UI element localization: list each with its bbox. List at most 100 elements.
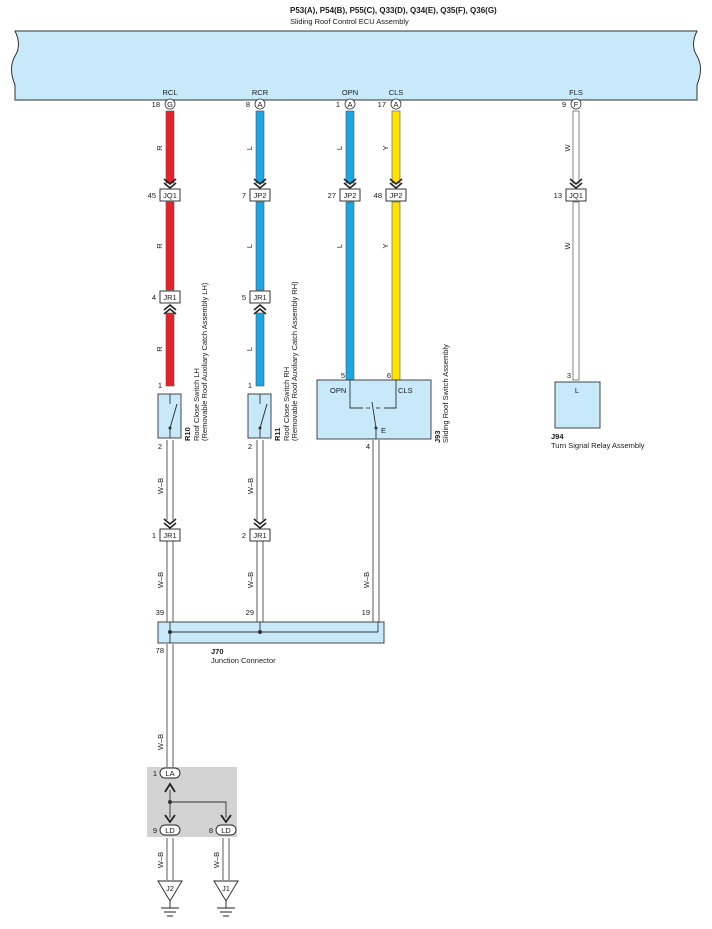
ecu-terminal-fls: FLS xyxy=(569,88,583,97)
svg-text:W–B: W–B xyxy=(156,478,165,494)
svg-text:J94: J94 xyxy=(551,432,564,441)
svg-text:39: 39 xyxy=(156,608,164,617)
ecu-codes: P53(A), P54(B), P55(C), Q33(D), Q34(E), … xyxy=(290,6,497,15)
svg-text:L: L xyxy=(245,146,254,150)
svg-text:Junction Connector: Junction Connector xyxy=(211,656,276,665)
svg-text:J93: J93 xyxy=(433,430,442,443)
svg-text:2: 2 xyxy=(248,442,252,451)
svg-text:R11: R11 xyxy=(273,428,282,441)
svg-text:F: F xyxy=(574,100,579,109)
svg-text:L: L xyxy=(245,347,254,351)
svg-text:JR1: JR1 xyxy=(163,531,176,540)
ecu-name: Sliding Roof Control ECU Assembly xyxy=(290,17,409,26)
svg-text:JP2: JP2 xyxy=(344,191,357,200)
wire-cls xyxy=(391,110,401,381)
svg-text:L: L xyxy=(335,146,344,150)
svg-text:27: 27 xyxy=(328,191,336,200)
svg-text:LD: LD xyxy=(221,826,231,835)
svg-text:R: R xyxy=(155,346,164,352)
svg-text:Sliding Roof Switch Assembly: Sliding Roof Switch Assembly xyxy=(441,344,450,443)
svg-text:JP2: JP2 xyxy=(254,191,267,200)
svg-text:W–B: W–B xyxy=(212,852,221,868)
svg-text:13: 13 xyxy=(554,191,562,200)
ground-splice: LA 1 LD 9 LD 8 xyxy=(147,767,237,837)
svg-text:Turn Signal Relay Assembly: Turn Signal Relay Assembly xyxy=(551,441,645,450)
ecu-box xyxy=(11,30,701,101)
svg-text:J70: J70 xyxy=(211,647,224,656)
svg-text:9: 9 xyxy=(562,100,566,109)
svg-text:W–B: W–B xyxy=(156,734,165,750)
svg-text:5: 5 xyxy=(242,293,246,302)
svg-text:JR1: JR1 xyxy=(253,531,266,540)
chevron-marks xyxy=(163,178,583,530)
svg-text:CLS: CLS xyxy=(398,386,413,395)
svg-text:OPN: OPN xyxy=(330,386,346,395)
svg-text:8: 8 xyxy=(246,100,250,109)
svg-text:JQ1: JQ1 xyxy=(569,191,583,200)
ecu-terminal-rcr: RCR xyxy=(252,88,269,97)
svg-text:R: R xyxy=(155,145,164,151)
ecu-pins: G 18 A 8 A 1 A 17 F 9 xyxy=(152,98,582,110)
svg-text:1: 1 xyxy=(336,100,340,109)
ecu-terminal-cls: CLS xyxy=(389,88,404,97)
svg-text:W–B: W–B xyxy=(246,478,255,494)
svg-text:1: 1 xyxy=(153,769,157,778)
svg-text:4: 4 xyxy=(366,442,370,451)
svg-text:W–B: W–B xyxy=(362,572,371,588)
svg-text:JP2: JP2 xyxy=(390,191,403,200)
svg-text:E: E xyxy=(381,426,386,435)
wire-opn xyxy=(345,110,355,381)
svg-text:LD: LD xyxy=(165,826,175,835)
joint-connectors: JQ1 45 JP2 7 JP2 27 JP2 48 JQ1 13 JR1 4 … xyxy=(148,188,587,542)
svg-text:1: 1 xyxy=(248,381,252,390)
svg-text:17: 17 xyxy=(378,100,386,109)
svg-text:Y: Y xyxy=(381,243,390,248)
svg-text:G: G xyxy=(167,100,173,109)
svg-text:48: 48 xyxy=(374,191,382,200)
svg-text:Y: Y xyxy=(381,145,390,150)
ecu-terminal-opn: OPN xyxy=(342,88,358,97)
wire-rcr xyxy=(255,110,265,387)
svg-text:78: 78 xyxy=(156,646,164,655)
svg-text:JR1: JR1 xyxy=(253,293,266,302)
svg-text:JR1: JR1 xyxy=(163,293,176,302)
ground-j1: J1 xyxy=(213,880,239,917)
svg-text:JQ1: JQ1 xyxy=(163,191,177,200)
svg-text:(Removable Roof Auxiliary Catc: (Removable Roof Auxiliary Catch Assembly… xyxy=(290,281,299,441)
svg-text:3: 3 xyxy=(567,371,571,380)
svg-text:A: A xyxy=(393,100,398,109)
svg-text:45: 45 xyxy=(148,191,156,200)
svg-text:2: 2 xyxy=(242,531,246,540)
svg-text:5: 5 xyxy=(341,371,345,380)
svg-text:J1: J1 xyxy=(222,884,230,893)
svg-text:(Removable Roof Auxiliary Catc: (Removable Roof Auxiliary Catch Assembly… xyxy=(200,282,209,441)
svg-text:R: R xyxy=(155,243,164,249)
svg-text:Roof Close Switch RH: Roof Close Switch RH xyxy=(282,367,291,441)
svg-text:W–B: W–B xyxy=(156,572,165,588)
svg-text:Roof Close Switch LH: Roof Close Switch LH xyxy=(192,368,201,441)
svg-text:L: L xyxy=(245,244,254,248)
r10-switch: 1 2 R10 Roof Close Switch LH (Removable … xyxy=(157,282,209,451)
ground-wires xyxy=(166,440,380,880)
svg-text:7: 7 xyxy=(242,191,246,200)
ground-j2: J2 xyxy=(157,880,183,917)
svg-text:A: A xyxy=(257,100,262,109)
svg-text:W–B: W–B xyxy=(156,852,165,868)
svg-text:1: 1 xyxy=(152,531,156,540)
svg-text:A: A xyxy=(347,100,352,109)
svg-text:W: W xyxy=(563,242,572,250)
r11-switch: 1 2 R11 Roof Close Switch RH (Removable … xyxy=(247,281,299,451)
svg-text:J2: J2 xyxy=(166,884,174,893)
svg-text:9: 9 xyxy=(153,826,157,835)
svg-text:LA: LA xyxy=(165,769,174,778)
svg-text:L: L xyxy=(575,386,579,395)
wire-rcl xyxy=(165,110,175,387)
wire-labels: R R R L L L L L Y Y W W W–B W–B W–B W–B … xyxy=(155,144,572,869)
j70-junction-connector: 39 29 19 78 J70 Junction Connector xyxy=(156,608,385,665)
svg-text:W–B: W–B xyxy=(246,572,255,588)
svg-text:1: 1 xyxy=(158,381,162,390)
wire-fls xyxy=(572,110,580,381)
svg-text:4: 4 xyxy=(152,293,156,302)
svg-text:R10: R10 xyxy=(183,427,192,441)
